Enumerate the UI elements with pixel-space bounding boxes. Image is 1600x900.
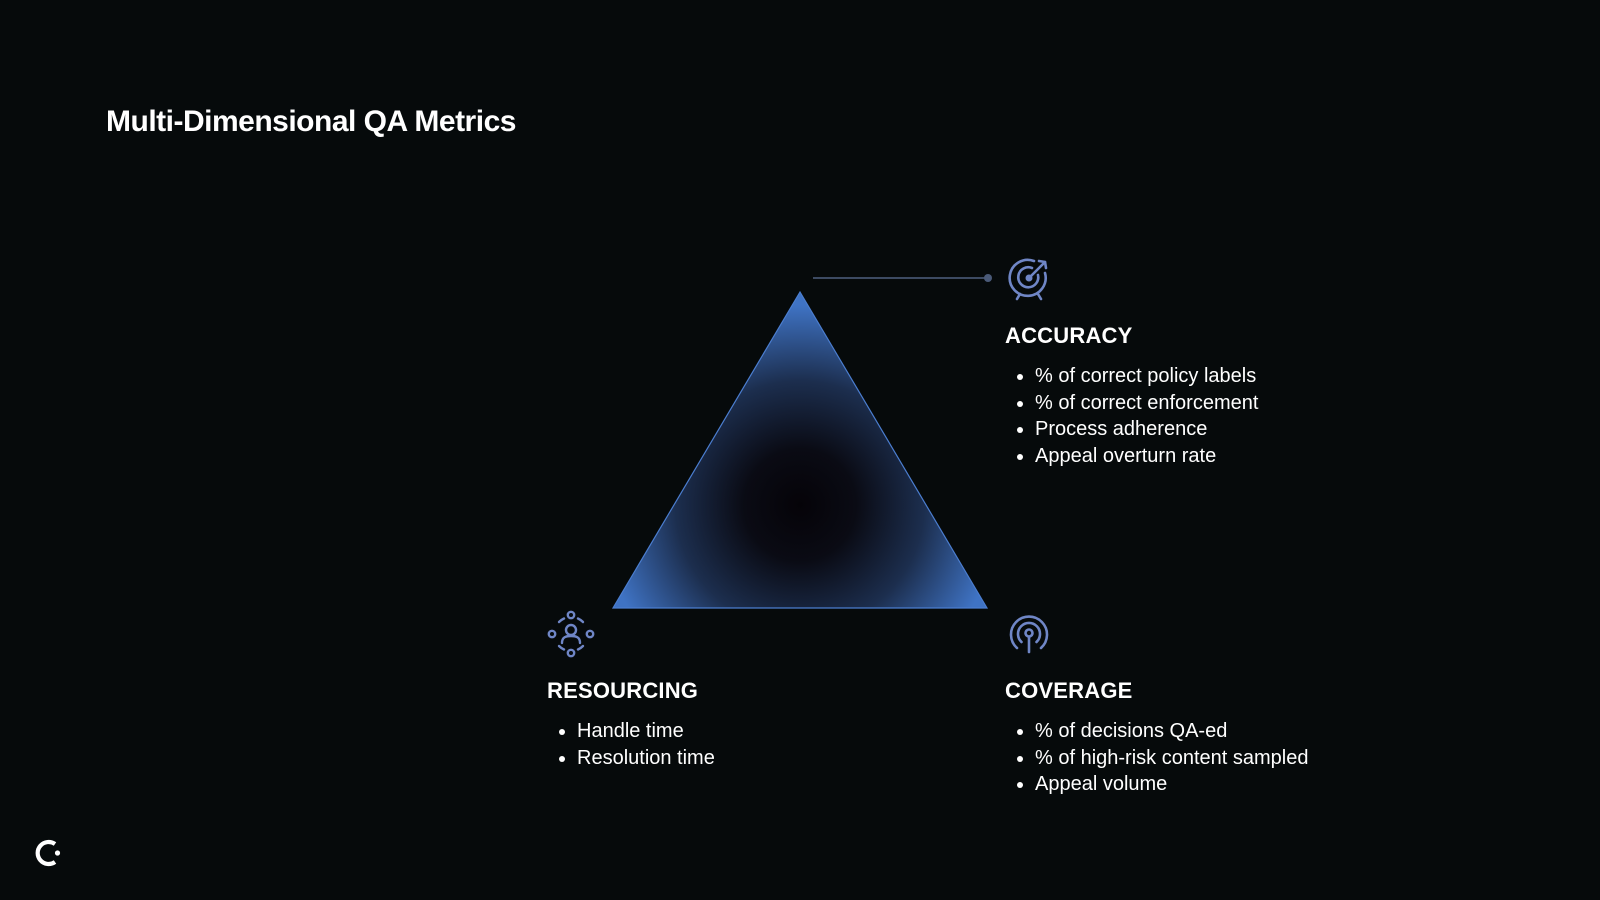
metrics-triangle	[611, 290, 989, 609]
list-item: Process adherence	[1005, 416, 1258, 443]
list-item: Handle time	[547, 718, 715, 745]
people-network-icon	[547, 610, 595, 658]
list-item: Resolution time	[547, 745, 715, 772]
coverage-section: COVERAGE % of decisions QA-ed % of high-…	[1005, 678, 1308, 798]
accuracy-list: % of correct policy labels % of correct …	[1005, 363, 1258, 469]
resourcing-section: RESOURCING Handle time Resolution time	[547, 678, 715, 771]
accuracy-heading: ACCURACY	[1005, 323, 1133, 348]
accuracy-section: ACCURACY % of correct policy labels % of…	[1005, 323, 1258, 469]
coverage-list: % of decisions QA-ed % of high-risk cont…	[1005, 718, 1308, 798]
resourcing-heading: RESOURCING	[547, 678, 699, 703]
list-item: % of high-risk content sampled	[1005, 745, 1308, 772]
page-title: Multi-Dimensional QA Metrics	[106, 105, 516, 138]
list-item: % of decisions QA-ed	[1005, 718, 1308, 745]
coverage-heading: COVERAGE	[1005, 678, 1133, 703]
accuracy-connector-dot	[984, 274, 992, 282]
list-item: Appeal volume	[1005, 771, 1308, 798]
list-item: Appeal overturn rate	[1005, 443, 1258, 470]
list-item: % of correct policy labels	[1005, 363, 1258, 390]
target-arrow-icon	[1008, 258, 1048, 301]
brand-logo-icon	[35, 839, 61, 867]
list-item: % of correct enforcement	[1005, 390, 1258, 417]
signal-radar-icon	[1009, 615, 1049, 654]
resourcing-list: Handle time Resolution time	[547, 718, 715, 771]
